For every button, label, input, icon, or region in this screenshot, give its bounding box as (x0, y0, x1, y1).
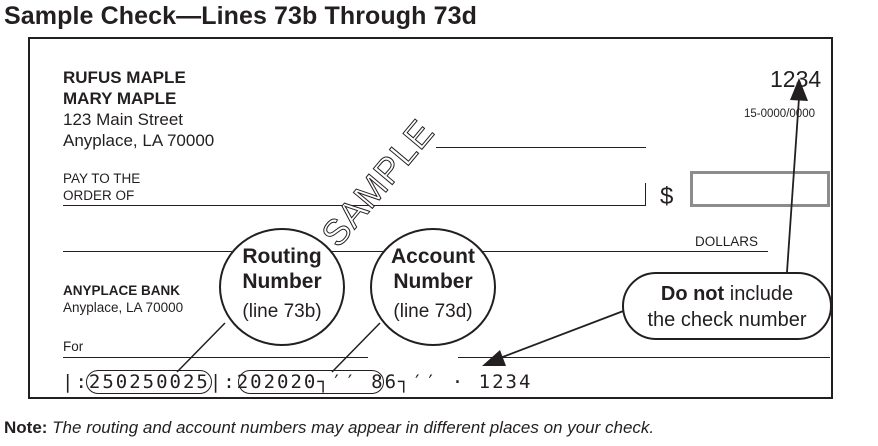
bank-name: ANYPLACE BANK (63, 283, 181, 298)
routing-number-oval (86, 370, 212, 394)
micr-routing-prefix: |: (62, 371, 89, 393)
bank-city: Anyplace, LA 70000 (63, 300, 184, 315)
micr-routing-number: 250250025 (88, 371, 210, 393)
callout-rest-1: include (724, 283, 794, 305)
routing-number-bubble: Routing Number (line 73b) (219, 228, 345, 346)
account-number-oval (238, 370, 384, 394)
routing-bubble-title-2: Number (242, 270, 322, 293)
payee-line (63, 205, 646, 206)
account-number-bubble: Account Number (line 73d) (370, 228, 496, 346)
dollar-sign: $ (660, 183, 674, 210)
account-pointer-line (331, 322, 381, 373)
signature-line (458, 357, 830, 358)
routing-bubble-subtitle: (line 73b) (242, 301, 322, 322)
callout-bold: Do not (660, 283, 725, 305)
micr-arrowhead (482, 350, 506, 366)
micr-arrow-line (499, 309, 627, 359)
check-number-callout: Do not include the check number (622, 272, 832, 340)
owner-name-1: RUFUS MAPLE (63, 68, 186, 87)
micr-routing-suffix: |: (209, 371, 237, 393)
note-label: Note: (4, 418, 48, 437)
memo-line (63, 357, 368, 358)
account-bubble-subtitle: (line 73d) (393, 301, 473, 322)
micr-account-number: 202020┐′′ 86 (236, 371, 399, 393)
pay-to-label: PAY TO THE ORDER OF (63, 170, 140, 204)
page-title: Sample Check—Lines 73b Through 73d (4, 2, 477, 30)
sample-check (28, 37, 833, 399)
callout-line-2: the check number (647, 309, 807, 331)
routing-bubble-title-1: Routing (242, 245, 322, 268)
dollars-label: DOLLARS (695, 234, 759, 249)
check-number-arrow-line (786, 97, 800, 273)
micr-line: |:250250025|:202020┐′′ 86┐′′ · 1234 (62, 371, 532, 393)
account-bubble-title-1: Account (391, 245, 475, 268)
account-bubble-title-2: Number (393, 270, 473, 293)
memo-label: For (63, 339, 84, 354)
pay-to-line-1: PAY TO THE (63, 171, 141, 186)
payee-line-end (645, 183, 646, 206)
check-number-arrowhead (790, 78, 808, 101)
amount-box (690, 171, 830, 207)
routing-pointer-line (176, 322, 226, 373)
bank-block: ANYPLACE BANK Anyplace, LA 70000 (63, 282, 183, 316)
owner-block: RUFUS MAPLE MARY MAPLE 123 Main Street A… (63, 67, 214, 151)
footnote: Note: The routing and account numbers ma… (4, 418, 654, 438)
owner-address-1: 123 Main Street (63, 110, 184, 129)
owner-address-2: Anyplace, LA 70000 (63, 131, 215, 150)
callout-line-1: Do not include (624, 281, 830, 307)
owner-name-2: MARY MAPLE (63, 89, 177, 108)
pay-to-line-2: ORDER OF (63, 188, 135, 203)
note-text: The routing and account numbers may appe… (47, 418, 655, 437)
micr-account-suffix: ┐′′ · 1234 (398, 371, 533, 393)
date-line (436, 147, 646, 148)
